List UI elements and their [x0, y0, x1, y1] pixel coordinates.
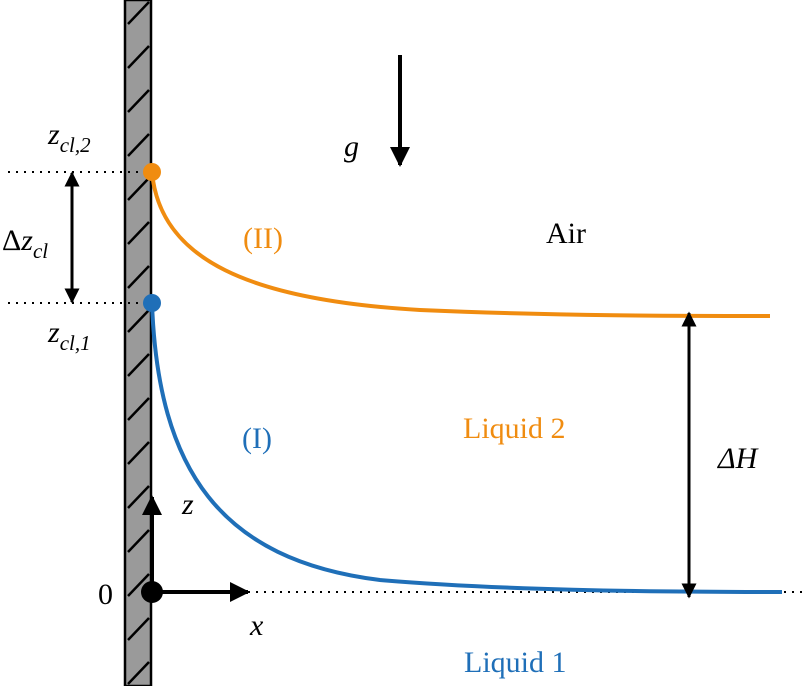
interface-2-label: (II): [243, 222, 283, 255]
zcl1-symbol: z: [47, 316, 60, 349]
gravity-label: g: [344, 130, 359, 163]
delta-zcl-label: Δzcl: [2, 224, 48, 263]
hatch-mark: [127, 177, 150, 201]
hatch-mark: [127, 617, 150, 641]
delta-zcl-subscript: cl: [33, 239, 48, 263]
interface-1-label: (I): [242, 422, 272, 455]
hatch-mark: [127, 441, 150, 465]
delta-zcl-delta: Δ: [2, 224, 21, 257]
zcl1-label: zcl,1: [47, 316, 91, 355]
zcl2-subscript: cl,2: [60, 133, 91, 157]
liquid-1-label: Liquid 1: [464, 646, 567, 679]
hatch-mark: [127, 485, 150, 509]
air-label: Air: [546, 217, 586, 250]
hatch-mark: [127, 309, 150, 333]
hatch-mark: [127, 133, 150, 157]
contact-point-1: [143, 294, 161, 312]
hatch-mark: [127, 661, 150, 685]
interface-2-curve: [150, 171, 771, 318]
hatch-mark: [127, 529, 150, 553]
interface-1-curve: [150, 302, 783, 594]
contact-point-2: [143, 163, 161, 181]
zcl1-subscript: cl,1: [60, 331, 91, 355]
liquid-2-label: Liquid 2: [463, 412, 566, 445]
zcl2-label: zcl,2: [47, 118, 91, 157]
wall: [123, 0, 153, 686]
x-axis-label: x: [249, 609, 264, 642]
delta-zcl-symbol: z: [20, 224, 33, 257]
hatch-mark: [127, 265, 150, 289]
z-axis-label: z: [181, 488, 194, 521]
hatch-mark: [127, 89, 150, 113]
wall-hatching: [127, 1, 150, 685]
hatch-mark: [127, 221, 150, 245]
zcl2-symbol: z: [47, 118, 60, 151]
origin-label: 0: [98, 578, 113, 611]
hatch-mark: [127, 397, 150, 421]
delta-h-label: ΔH: [717, 442, 760, 475]
hatch-mark: [127, 45, 150, 69]
hatch-mark: [127, 573, 150, 597]
hatch-mark: [127, 1, 150, 25]
hatch-mark: [127, 353, 150, 377]
